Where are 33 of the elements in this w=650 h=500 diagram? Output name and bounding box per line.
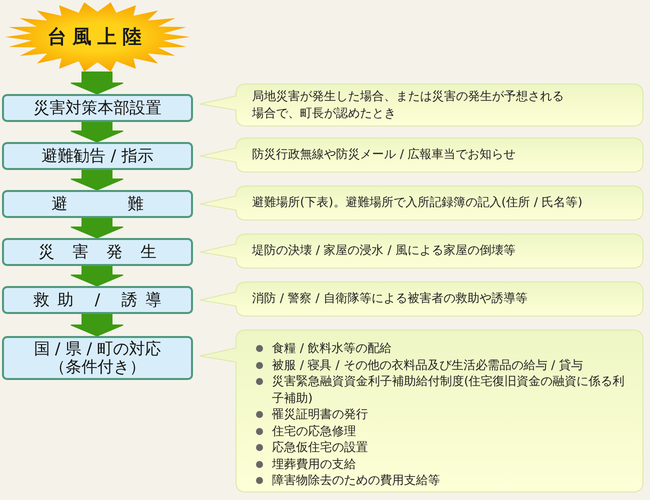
- callout-bubble: [200, 330, 643, 492]
- flow-arrow: [70, 314, 124, 337]
- list-item: 災害緊急融資資金利子補助給付制度(住宅復旧資金の融資に係る利子補助): [252, 373, 627, 406]
- process-box: 国 / 県 / 町の対応（条件付き）: [2, 336, 193, 380]
- callout-bubble: [200, 84, 643, 126]
- flow-arrow: [70, 72, 124, 95]
- flow-arrow: [70, 170, 124, 191]
- list-item: 罹災証明書の発行: [252, 406, 627, 422]
- list-item: 障害物除去のための費用支給等: [252, 472, 627, 488]
- callout-text: 防災行政無線や防災メール / 広報車当でお知らせ: [252, 146, 517, 163]
- list-item: 埋葬費用の支給: [252, 456, 627, 472]
- list-item: 被服 / 寝具 / その他の衣料品及び生活必需品の給与 / 貸与: [252, 356, 627, 373]
- process-box: 災害発生: [2, 238, 193, 266]
- process-box: 救助 / 誘導: [2, 286, 193, 314]
- callout-text: 消防 / 警察 / 自衛隊等による被害者の救助や誘導等: [252, 290, 528, 307]
- event-title: 台風上陸: [48, 25, 148, 50]
- callout-text: 局地災害が発生した場合、または災害の発生が予想される場合で、町長が認めたとき: [252, 88, 565, 122]
- callout-bubble: [200, 234, 643, 268]
- callout-bubble: [200, 186, 643, 220]
- callout-text: 避難場所(下表)。避難場所で入所記録簿の記入(住所 / 氏名等): [252, 194, 584, 211]
- flow-arrow: [70, 218, 124, 239]
- process-box: 災害対策本部設置: [2, 94, 193, 122]
- flow-arrow: [70, 122, 124, 143]
- process-box: 避難勧告 / 指示: [2, 142, 193, 170]
- flow-arrow: [70, 266, 124, 287]
- callout-text: 堤防の決壊 / 家屋の浸水 / 風による家屋の倒壊等: [252, 242, 516, 259]
- list-item: 住宅の応急修理: [252, 422, 627, 439]
- list-item: 応急仮住宅の設置: [252, 439, 627, 456]
- starburst: [5, 2, 190, 72]
- list-item: 食糧 / 飲料水等の配給: [252, 340, 627, 356]
- callout-bubble: [200, 282, 643, 316]
- process-box: 避難: [2, 190, 193, 218]
- callout-bubble: [200, 138, 643, 172]
